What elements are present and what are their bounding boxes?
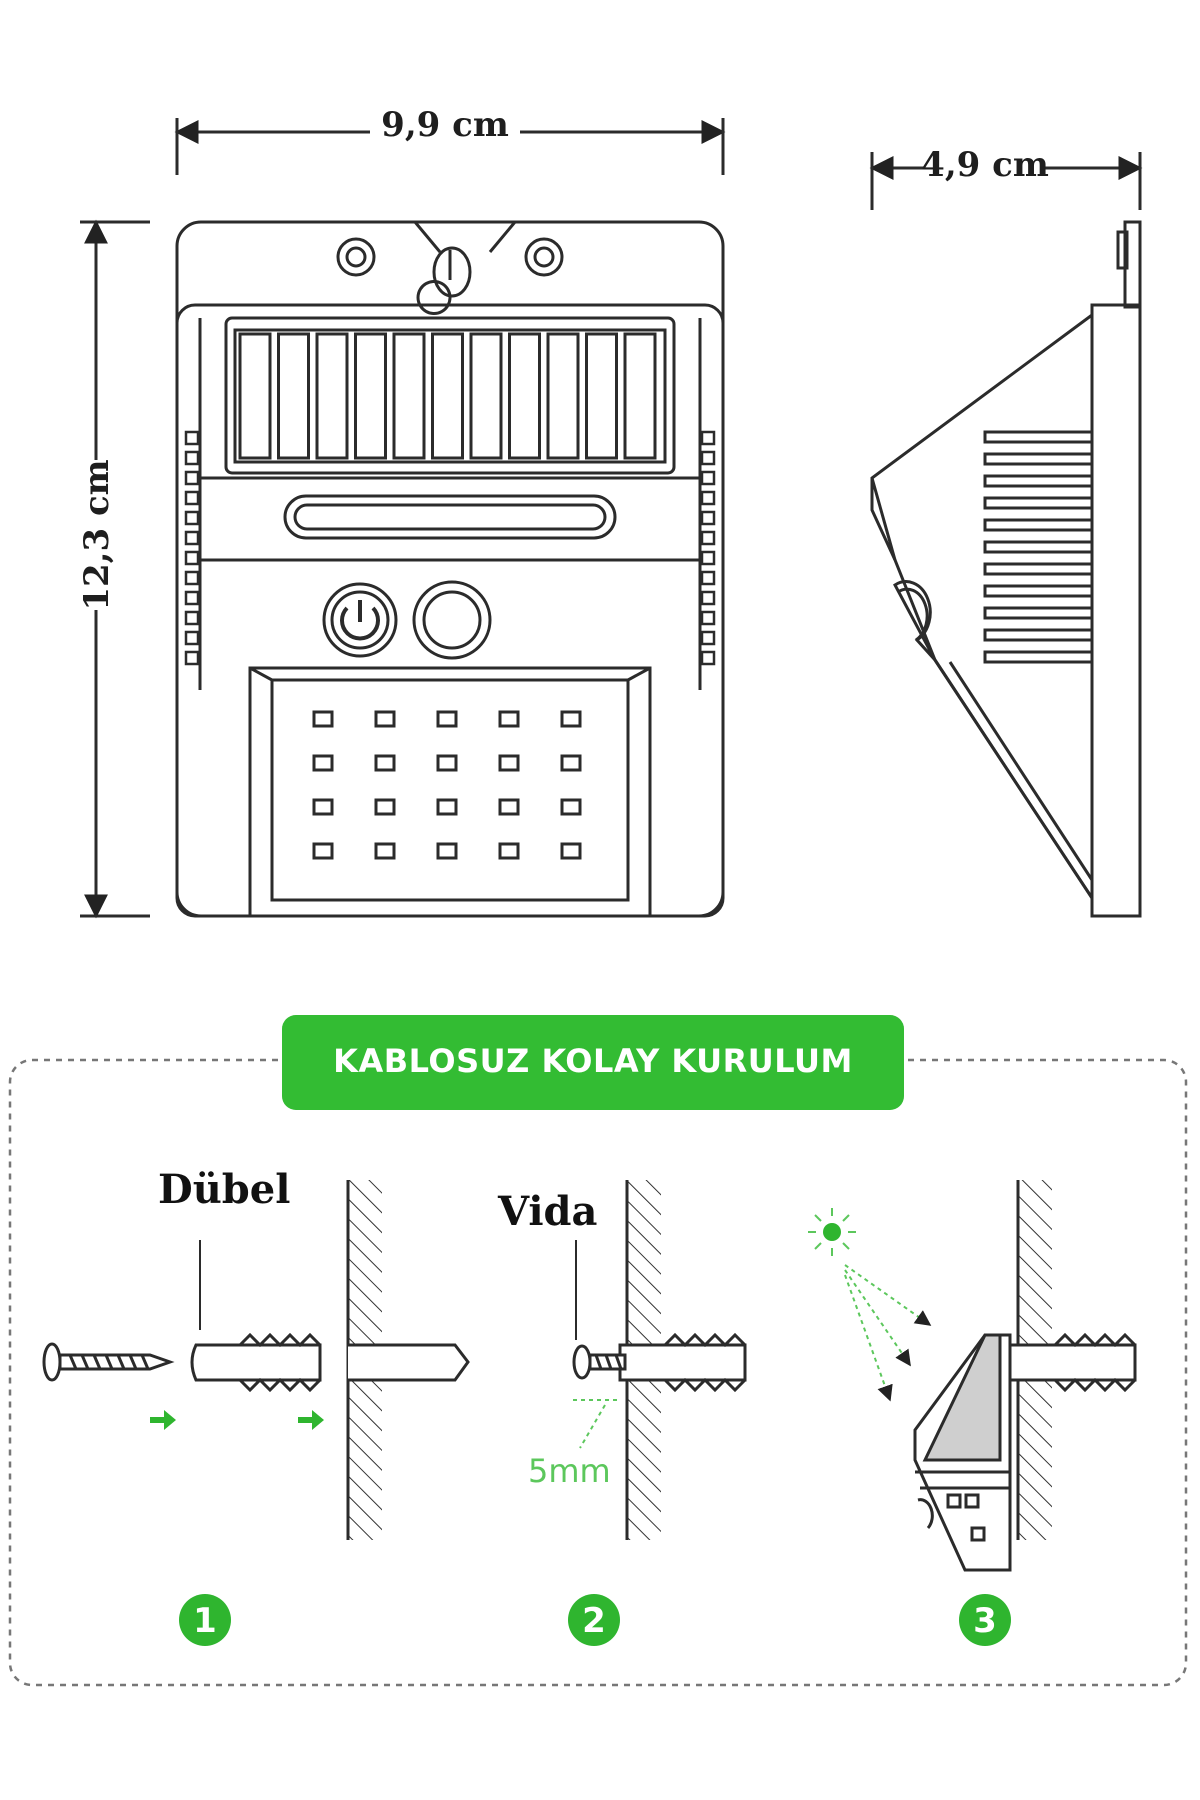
measure-indicator xyxy=(573,1399,620,1449)
cooling-fin xyxy=(983,452,1094,466)
led xyxy=(560,798,582,816)
vent-slot xyxy=(700,650,716,666)
vent-slot xyxy=(184,470,200,486)
step-2-number: 2 xyxy=(582,1601,606,1641)
step-1-illustration xyxy=(42,1180,470,1540)
cooling-fin xyxy=(983,584,1094,598)
side-vents xyxy=(184,430,716,666)
led xyxy=(374,798,396,816)
step-1-badge xyxy=(179,1594,231,1646)
step-1-label: Dübel xyxy=(158,1166,290,1213)
step-2-illustration xyxy=(572,1180,747,1540)
vent-slot xyxy=(184,530,200,546)
arrow-icon xyxy=(298,1410,324,1430)
vent-slot xyxy=(700,530,716,546)
vent-slot xyxy=(700,490,716,506)
vent-slot xyxy=(184,490,200,506)
cooling-fin xyxy=(983,606,1094,620)
led xyxy=(498,842,520,860)
led xyxy=(312,710,334,728)
step-3-badge xyxy=(959,1594,1011,1646)
vent-slot xyxy=(184,450,200,466)
cooling-fin xyxy=(983,474,1094,488)
led xyxy=(436,842,458,860)
led xyxy=(436,754,458,772)
solar-cell xyxy=(585,332,618,460)
cooling-fin xyxy=(983,430,1094,444)
solar-cell xyxy=(508,332,541,460)
depth-dimension: 4,9 cm xyxy=(921,145,1049,185)
led xyxy=(374,754,396,772)
front-view xyxy=(68,106,726,919)
solar-cells xyxy=(238,332,657,460)
cooling-fin xyxy=(983,518,1094,532)
vent-slot xyxy=(700,610,716,626)
vent-slot xyxy=(184,510,200,526)
step-2-measure: 5mm xyxy=(528,1452,611,1490)
led-grid xyxy=(312,710,582,860)
led xyxy=(560,710,582,728)
solar-cell xyxy=(431,332,464,460)
installation-title: KABLOSUZ KOLAY KURULUM xyxy=(333,1042,853,1080)
arrow-icon xyxy=(150,1410,176,1430)
vent-slot xyxy=(700,550,716,566)
side-cooling-fins xyxy=(983,430,1094,664)
installation-banner xyxy=(282,1015,904,1110)
led xyxy=(312,754,334,772)
solar-cell xyxy=(238,332,272,460)
solar-cell xyxy=(623,332,657,460)
solar-cell xyxy=(315,332,349,460)
vent-slot xyxy=(184,590,200,606)
led xyxy=(498,710,520,728)
side-view xyxy=(869,140,1143,918)
solar-cell xyxy=(354,332,387,460)
solar-cell xyxy=(546,332,580,460)
led xyxy=(436,710,458,728)
vent-slot xyxy=(184,430,200,446)
cooling-fin xyxy=(983,650,1094,664)
vent-slot xyxy=(700,510,716,526)
vent-slot xyxy=(184,550,200,566)
led xyxy=(498,798,520,816)
solar-cell xyxy=(392,332,426,460)
led xyxy=(312,798,334,816)
height-dimension: 12,3 cm xyxy=(77,459,117,610)
step-3-number: 3 xyxy=(973,1601,997,1641)
sunlight-indicator xyxy=(808,1208,932,1402)
cooling-fin xyxy=(983,628,1094,642)
width-dimension: 9,9 cm xyxy=(381,105,509,145)
led xyxy=(498,754,520,772)
vent-slot xyxy=(700,590,716,606)
led xyxy=(436,798,458,816)
vent-slot xyxy=(700,430,716,446)
cooling-fin xyxy=(983,540,1094,554)
vent-slot xyxy=(184,570,200,586)
step-2-badge xyxy=(568,1594,620,1646)
vent-slot xyxy=(700,570,716,586)
led xyxy=(560,754,582,772)
vent-slot xyxy=(700,470,716,486)
step-2-label: Vida xyxy=(497,1188,597,1235)
vent-slot xyxy=(184,650,200,666)
solar-cell xyxy=(277,332,310,460)
led xyxy=(374,710,396,728)
step-3-illustration xyxy=(913,1180,1137,1572)
vent-slot xyxy=(700,630,716,646)
step-1-number: 1 xyxy=(193,1601,217,1641)
vent-slot xyxy=(184,630,200,646)
cooling-fin xyxy=(983,562,1094,576)
led xyxy=(312,842,334,860)
cooling-fin xyxy=(983,496,1094,510)
led xyxy=(374,842,396,860)
vent-slot xyxy=(700,450,716,466)
vent-slot xyxy=(184,610,200,626)
led xyxy=(560,842,582,860)
solar-cell xyxy=(469,332,503,460)
